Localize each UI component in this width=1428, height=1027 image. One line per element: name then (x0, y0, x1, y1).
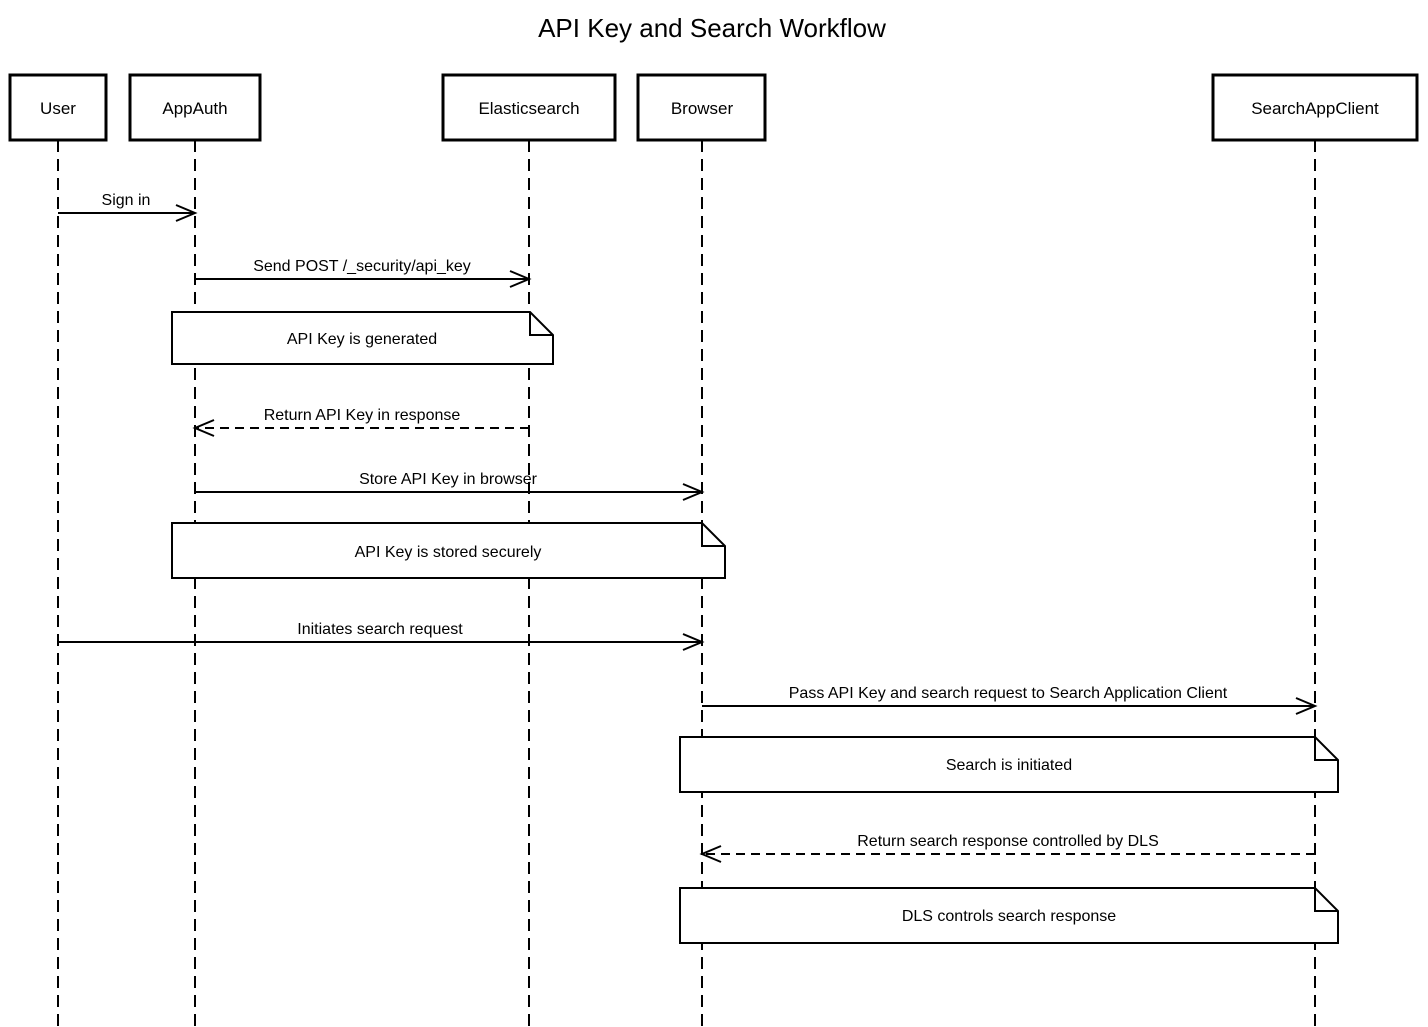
note-fold-corner-icon (1314, 737, 1338, 761)
arrowhead-right-icon (682, 633, 705, 651)
note-label: Search is initiated (946, 757, 1072, 774)
participant-label-browser: Browser (671, 99, 734, 118)
message-pass-api-key: Pass API Key and search request to Searc… (702, 685, 1318, 715)
participant-box-browser (636, 73, 767, 142)
participant-box-searchappclient (1211, 73, 1419, 142)
arrowhead-right-icon (1295, 697, 1318, 715)
note-shape (679, 887, 1339, 944)
participant-label-searchappclient: SearchAppClient (1251, 99, 1379, 118)
message-label: Store API Key in browser (359, 471, 538, 488)
participant-elasticsearch: Elasticsearch (441, 73, 617, 142)
arrowhead-right-icon (509, 270, 532, 288)
note-label: DLS controls search response (902, 908, 1116, 925)
arrowhead-right-icon (175, 204, 198, 222)
note-fold-corner-icon (529, 312, 553, 336)
message-sign-in: Sign in (58, 192, 198, 222)
diagram-title: API Key and Search Workflow (538, 13, 886, 43)
note-shape (171, 522, 726, 579)
message-label: Send POST /_security/api_key (253, 258, 471, 275)
participant-box-user (8, 73, 108, 142)
note-api-key-stored: API Key is stored securely (171, 522, 726, 579)
participant-label-appauth: AppAuth (162, 99, 227, 118)
note-shape (171, 311, 554, 365)
participant-user: User (8, 73, 108, 142)
message-initiates-search: Initiates search request (58, 621, 705, 651)
participant-searchappclient: SearchAppClient (1211, 73, 1419, 142)
arrowhead-right-icon (682, 483, 705, 501)
participant-appauth: AppAuth (128, 73, 262, 142)
message-label: Initiates search request (297, 621, 463, 638)
note-fold-corner-icon (701, 523, 725, 547)
participant-box-appauth (128, 73, 262, 142)
message-label: Sign in (102, 192, 151, 209)
participant-label-user: User (40, 99, 76, 118)
participant-browser: Browser (636, 73, 767, 142)
message-label: Return API Key in response (264, 407, 461, 424)
message-send-post: Send POST /_security/api_key (195, 258, 532, 288)
message-store-api-key: Store API Key in browser (195, 471, 705, 501)
participant-label-elasticsearch: Elasticsearch (478, 99, 579, 118)
note-shape (679, 736, 1339, 793)
note-fold-corner-icon (1314, 888, 1338, 912)
message-label: Pass API Key and search request to Searc… (789, 685, 1228, 702)
note-label: API Key is stored securely (355, 544, 542, 561)
note-label: API Key is generated (287, 331, 437, 348)
note-search-initiated: Search is initiated (679, 736, 1339, 793)
note-dls-controls: DLS controls search response (679, 887, 1339, 944)
message-label: Return search response controlled by DLS (857, 833, 1159, 850)
arrowhead-left-icon (699, 845, 722, 863)
note-api-key-generated: API Key is generated (171, 311, 554, 365)
arrowhead-left-icon (192, 419, 215, 437)
message-return-api-key: Return API Key in response (192, 407, 529, 437)
participant-box-elasticsearch (441, 73, 617, 142)
message-return-search-response: Return search response controlled by DLS (699, 833, 1315, 863)
